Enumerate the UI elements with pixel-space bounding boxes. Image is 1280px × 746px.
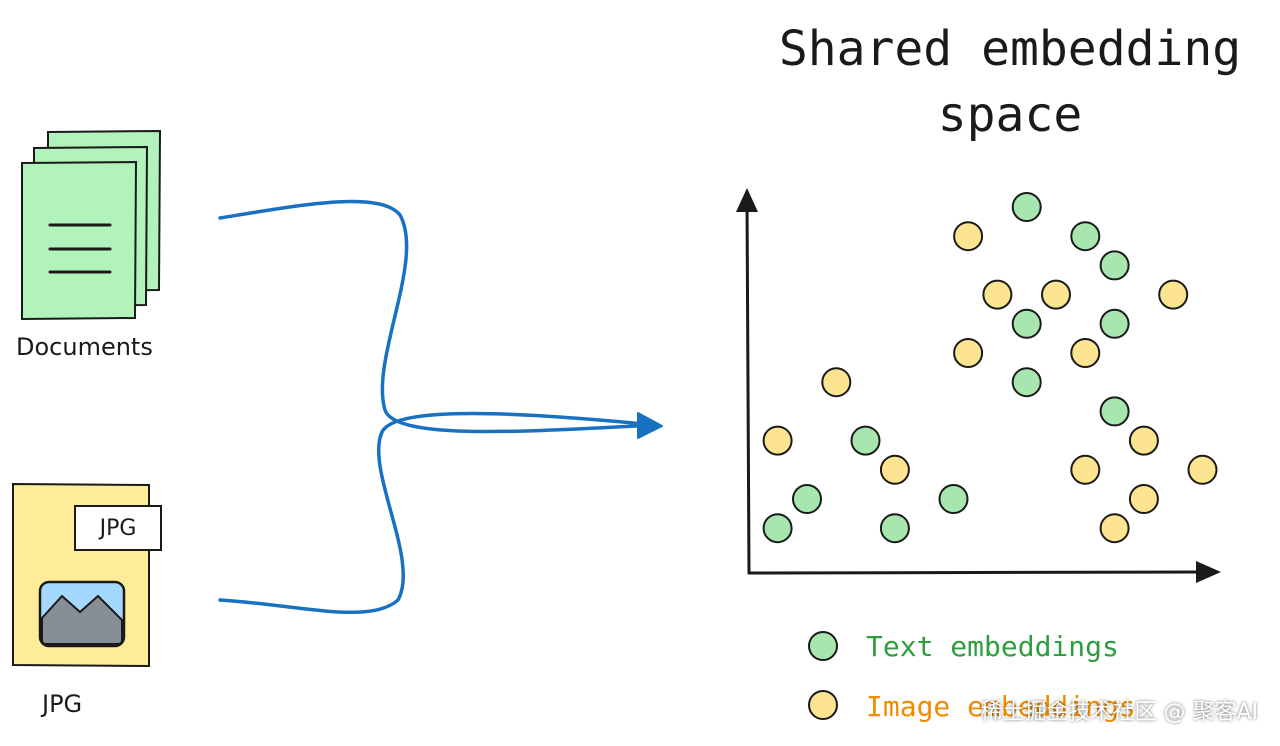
text-embedding-point [879,513,910,544]
chart-title-line1: Shared embedding [778,21,1242,77]
text-embedding-point [850,425,881,456]
text-embedding-point [1070,221,1101,252]
image-embedding-point [1128,484,1159,514]
image-embedding-point [879,454,910,485]
legend-image-marker [808,690,838,720]
image-embedding-point [821,367,852,398]
image-embedding-point [982,279,1013,310]
text-embedding-point [1011,192,1042,222]
y-axis-arrowhead [736,188,758,212]
text-embedding-point [1011,367,1042,398]
document-sheet-front [21,160,138,321]
arrow-head [637,412,663,439]
text-embedding-point [1099,250,1130,281]
documents-label: Documents [16,333,153,361]
text-embedding-point [1099,308,1130,339]
image-embedding-point [1041,279,1071,310]
jpg-tag: JPG [74,505,162,551]
image-embedding-point [762,425,793,456]
image-embedding-point [953,221,984,252]
merge-arrows [218,199,657,615]
legend-image-label: Image embeddings [866,690,1136,723]
image-embedding-point [1099,513,1130,544]
arrow-from-image [218,411,657,615]
documents-icon [21,129,162,321]
image-embedding-point [1070,338,1101,368]
x-axis-arrowhead [1196,561,1221,583]
image-embedding-point [1070,454,1101,485]
chart-title: Shared embedding space [740,16,1280,148]
text-embedding-point [1099,396,1130,427]
scatter-points [762,192,1218,544]
image-embedding-point [953,338,984,368]
y-axis [745,198,751,575]
text-embedding-point [762,513,793,544]
arrow-from-documents [218,199,657,434]
text-embedding-point [1011,308,1042,339]
text-embedding-point [792,484,822,514]
legend-text-marker [808,631,838,661]
image-embedding-point [1158,279,1189,310]
text-embedding-point [938,484,969,514]
watermark: 稀土掘金技术社区 @ 聚客AI [980,700,1258,725]
chart-title-line2: space [937,87,1083,143]
mountain-icon [41,594,123,645]
x-axis [747,570,1210,575]
jpg-label: JPG [42,690,83,718]
chart-axes [736,188,1221,583]
legend-text-label: Text embeddings [866,630,1119,663]
image-embedding-point [1187,454,1218,485]
image-embedding-point [1128,425,1159,456]
